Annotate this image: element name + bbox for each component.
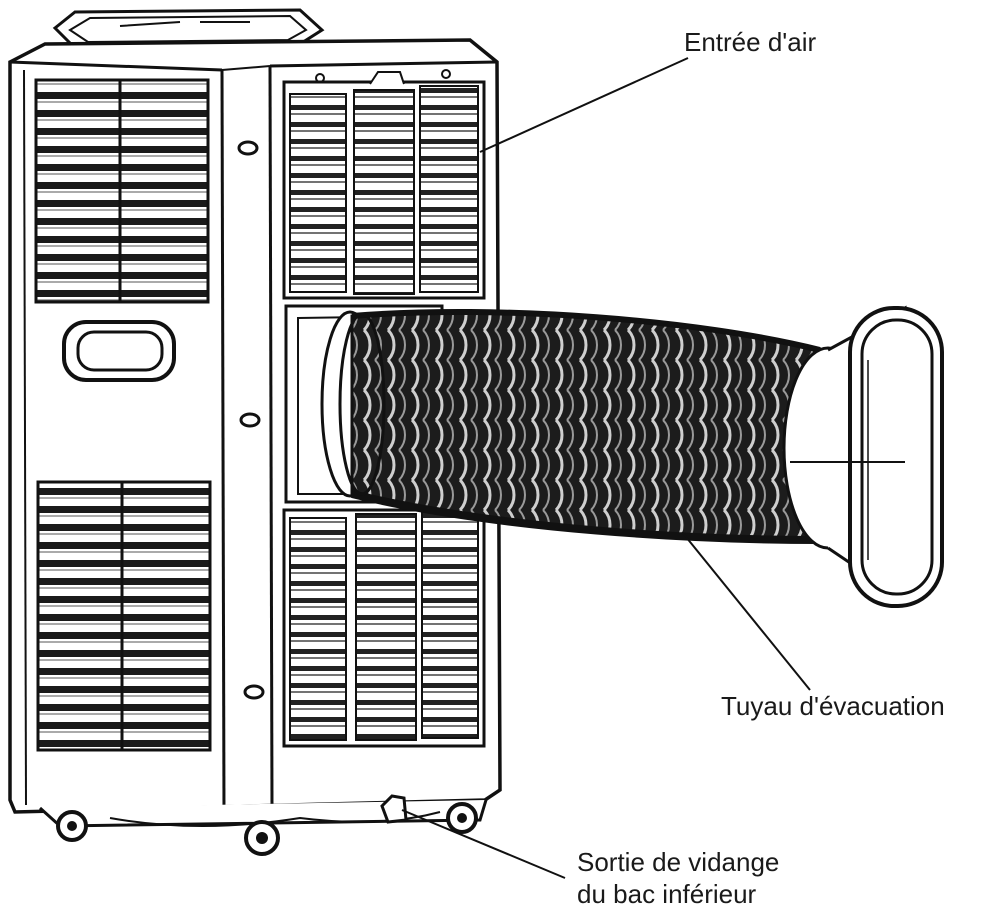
caster-back-right — [446, 802, 478, 834]
caster-front-right — [244, 820, 280, 856]
carry-handle — [62, 320, 176, 382]
front-grille-bottom — [36, 480, 212, 752]
caster-front-left — [56, 810, 88, 842]
label-air-inlet-text: Entrée d'air — [684, 27, 817, 57]
leader-air-inlet — [479, 57, 689, 153]
label-exhaust-hose-text: Tuyau d'évacuation — [721, 691, 945, 721]
leader-drain — [401, 809, 566, 879]
lower-side-grille — [282, 508, 486, 748]
leader-exhaust-hose — [681, 531, 811, 691]
air-inlet-grille — [282, 69, 486, 300]
label-exhaust-hose: Tuyau d'évacuation — [721, 690, 945, 722]
front-grille-top — [34, 78, 210, 304]
exhaust-hose — [338, 308, 822, 544]
leader-lines — [401, 57, 811, 879]
label-drain-line2: du bac inférieur — [577, 879, 757, 909]
label-drain-line1: Sortie de vidange — [577, 847, 780, 877]
base-casters — [38, 794, 488, 856]
drain-outlet — [380, 794, 408, 824]
window-nozzle — [782, 305, 944, 608]
side-holes — [237, 140, 265, 700]
label-drain-outlet: Sortie de vidange du bac inférieur — [577, 846, 779, 910]
label-air-inlet: Entrée d'air — [684, 26, 816, 58]
